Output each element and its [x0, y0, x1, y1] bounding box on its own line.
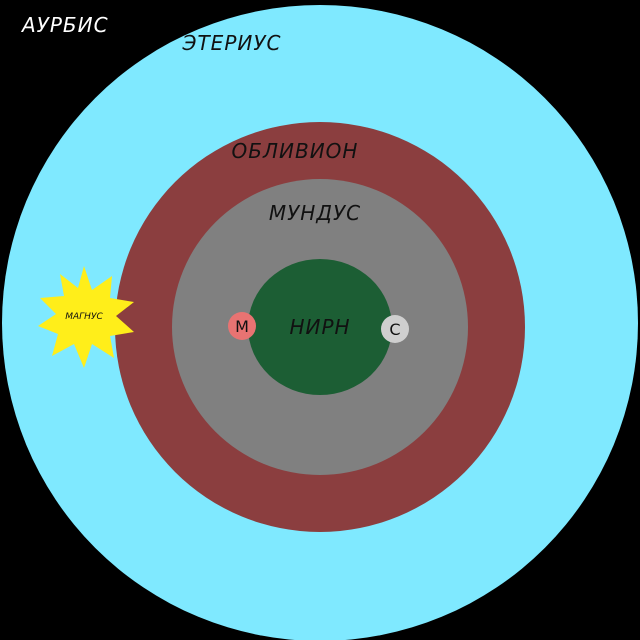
- aurbis-title: АУРБИС: [20, 13, 109, 37]
- magnus-sun-icon: [38, 266, 134, 368]
- moon-masser-label: М: [235, 317, 249, 336]
- oblivion-label: ОБЛИВИОН: [232, 139, 359, 163]
- nirn-circle: [248, 259, 392, 395]
- moon-secunda-label: С: [389, 320, 400, 339]
- moon-masser: [228, 312, 256, 340]
- mundus-label: МУНДУС: [269, 201, 361, 225]
- moon-secunda: [381, 315, 409, 343]
- aetherius-label: ЭТЕРИУС: [182, 31, 282, 55]
- nirn-label: НИРН: [289, 315, 350, 339]
- magnus-label: МАГНУС: [65, 312, 103, 322]
